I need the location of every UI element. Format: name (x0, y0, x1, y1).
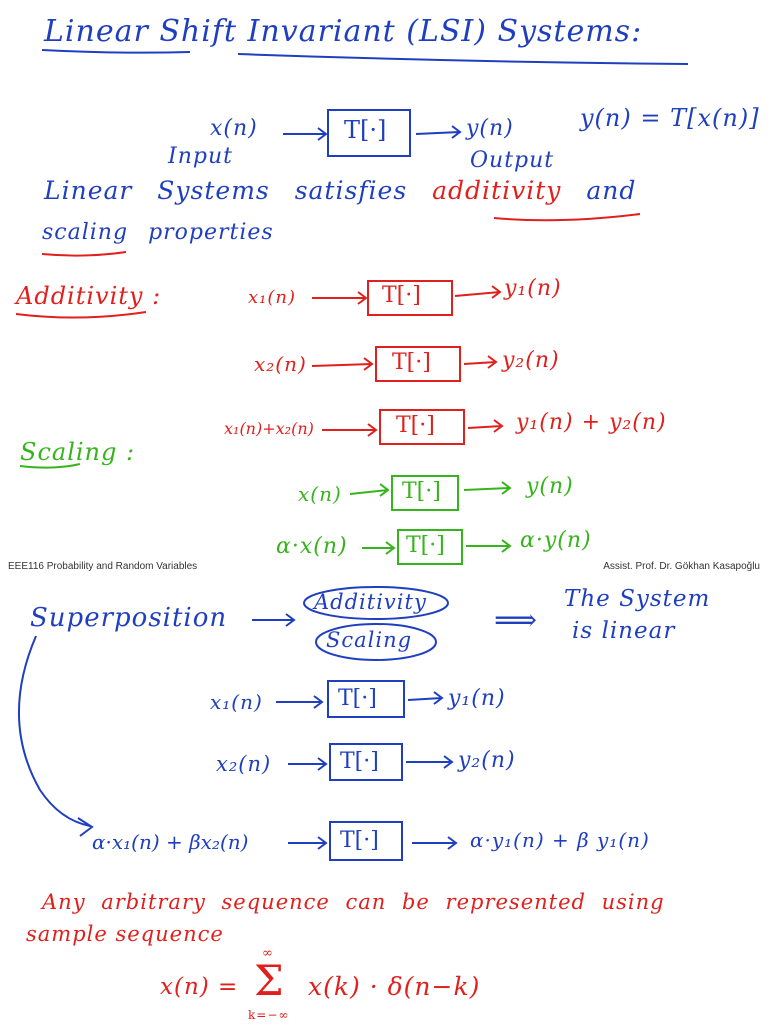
linear-line-2: scaling properties (42, 220, 274, 245)
sp-row3-op: T[·] (340, 828, 379, 853)
note-line-2: sample sequence (26, 922, 224, 946)
sc-row2-op: T[·] (406, 533, 445, 558)
title-underline-1 (41, 49, 191, 54)
footer-course: EEE116 Probability and Random Variables (8, 561, 198, 572)
sp-row2-op: T[·] (340, 749, 379, 774)
system-equation: y(n) = T[x(n)] (580, 104, 760, 132)
implies-symbol: ⟹ (494, 603, 539, 638)
pill-additivity-text: Additivity (314, 590, 427, 614)
label-input: Input (168, 144, 233, 169)
formula-sup: ∞ (262, 946, 274, 961)
page-title: Linear Shift Invariant (LSI) Systems: (44, 14, 643, 49)
sc-box-1 (391, 475, 459, 511)
formula-sum: Σ (254, 956, 285, 1005)
formula-sub: k=−∞ (248, 1008, 290, 1022)
conclusion-line-1: The System (564, 586, 711, 612)
superposition-label: Superposition (30, 603, 228, 633)
add-box-3 (379, 409, 465, 445)
add-row2-in: x₂(n) (254, 352, 307, 376)
sp-row2-out: y₂(n) (458, 748, 516, 773)
label-output: Output (470, 148, 555, 173)
scaling-underline (41, 251, 127, 257)
pill-scaling (315, 623, 437, 661)
system-output: y(n) (466, 116, 514, 141)
pill-additivity (303, 586, 449, 620)
linear-line2-a: scaling (42, 220, 129, 245)
sc-row2-out: α·y(n) (520, 528, 592, 553)
scaling-label: Scaling : (20, 438, 136, 466)
additivity-underline (493, 213, 641, 222)
formula-rhs: x(k) · δ(n−k) (308, 972, 481, 1001)
add-row2-op: T[·] (392, 350, 431, 375)
sc-row2-in: α·x(n) (276, 534, 348, 559)
arrow-in (283, 127, 328, 141)
additivity-label: Additivity : (16, 282, 162, 310)
title-underline-2 (237, 53, 689, 65)
linear-line-1: Linear Systems satisfies additivity and (44, 176, 636, 205)
sp-row1-out: y₁(n) (448, 686, 506, 711)
add-row2-out: y₂(n) (502, 348, 560, 373)
arrow-out (415, 125, 462, 139)
sc-row1-in: x(n) (298, 482, 342, 506)
add-row3-op: T[·] (396, 413, 435, 438)
add-row1-op: T[·] (382, 283, 421, 308)
system-input: x(n) (210, 116, 258, 141)
add-row1-out: y₁(n) (504, 276, 562, 301)
sp-row2-in: x₂(n) (216, 752, 272, 776)
sc-row1-op: T[·] (402, 479, 441, 504)
system-operator: T[·] (344, 116, 387, 144)
conclusion-line-2: is linear (572, 618, 676, 644)
pill-scaling-text: Scaling (326, 628, 413, 652)
sc-row1-out: y(n) (526, 474, 574, 499)
linear-line2-b: properties (148, 220, 274, 245)
sp-row1-in: x₁(n) (210, 690, 263, 714)
sp-row3-out: α·y₁(n) + β y₁(n) (470, 828, 650, 852)
add-row3-out: y₁(n) + y₂(n) (516, 410, 667, 435)
linear-line1-c: and (586, 176, 637, 205)
system-box (327, 109, 411, 157)
note-line-1: Any arbitrary sequence can be represente… (42, 890, 665, 914)
additivity-label-underline (15, 311, 147, 319)
add-row3-in: x₁(n)+x₂(n) (224, 419, 314, 438)
footer-author: Assist. Prof. Dr. Gökhan Kasapoğlu (603, 561, 760, 572)
add-row1-in: x₁(n) (248, 287, 297, 308)
add-box-1 (367, 280, 453, 316)
formula-lhs: x(n) = (160, 974, 239, 1000)
superposition-curve (17, 635, 94, 837)
sp-row3-in: α·x₁(n) + βx₂(n) (92, 830, 249, 854)
sp-row1-op: T[·] (338, 686, 377, 711)
linear-line1-b: additivity (432, 176, 562, 205)
linear-line1-a: Linear Systems satisfies (44, 176, 408, 205)
add-box-2 (375, 346, 461, 382)
sc-box-2 (397, 529, 463, 565)
